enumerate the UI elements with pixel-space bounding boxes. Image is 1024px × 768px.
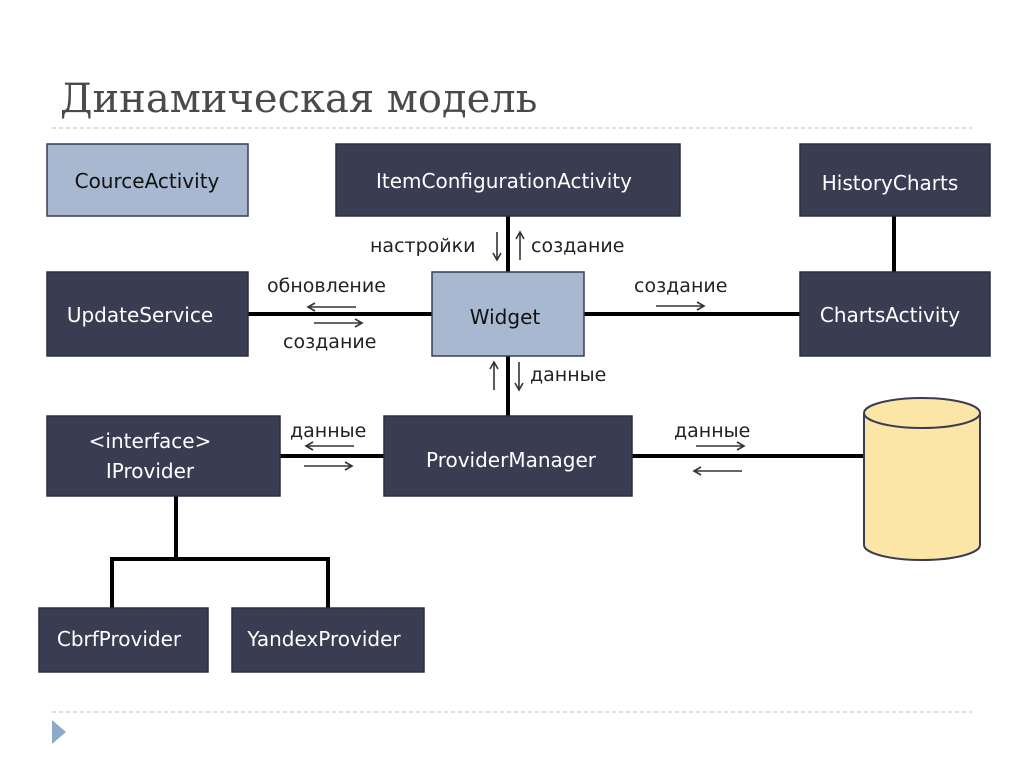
- iprovider-stereotype-label: <interface>: [89, 429, 212, 453]
- history-charts-box: HistoryCharts: [799, 143, 991, 217]
- item-configuration-activity-box: ItemConfigurationActivity: [335, 143, 681, 217]
- arrow-left-data-database-icon: [692, 466, 742, 476]
- arrow-right-charts-icon: [656, 301, 706, 311]
- label-create-itemconfig: создание: [531, 235, 624, 257]
- charts-activity-box: ChartsActivity: [799, 271, 991, 357]
- label-data-database: данные: [674, 420, 750, 442]
- database-cylinder-icon: [863, 397, 981, 561]
- iprovider-box: <interface> IProvider: [46, 415, 281, 497]
- cbrf-provider-label: CbrfProvider: [57, 627, 182, 651]
- arrow-right-data-iprovider-icon: [304, 461, 354, 471]
- arrow-right-create-icon: [314, 318, 364, 328]
- item-configuration-activity-label: ItemConfigurationActivity: [376, 169, 632, 193]
- yandex-provider-box: YandexProvider: [231, 607, 425, 673]
- label-update: обновление: [267, 275, 386, 297]
- play-triangle-icon[interactable]: [52, 720, 66, 744]
- arrow-up-data-widget-icon: [489, 360, 499, 390]
- update-service-label: UpdateService: [67, 303, 213, 327]
- arrow-down-settings-icon: [492, 232, 502, 262]
- history-charts-label: HistoryCharts: [822, 171, 959, 195]
- widget-box: Widget: [431, 271, 585, 357]
- cbrf-provider-box: CbrfProvider: [38, 607, 209, 673]
- arrow-left-data-iprovider-icon: [304, 441, 354, 451]
- arrow-right-data-database-icon: [696, 441, 746, 451]
- widget-label: Widget: [470, 305, 541, 329]
- update-service-box: UpdateService: [46, 271, 249, 357]
- label-data-widget: данные: [530, 364, 606, 386]
- label-data-iprovider: данные: [290, 420, 366, 442]
- label-create-charts: создание: [634, 275, 727, 297]
- iprovider-name-label: IProvider: [106, 459, 195, 483]
- arrow-up-create-icon: [515, 230, 525, 260]
- provider-manager-box: ProviderManager: [383, 415, 633, 497]
- label-settings: настройки: [370, 235, 475, 257]
- yandex-provider-label: YandexProvider: [246, 627, 401, 651]
- slide-title: Динамическая модель: [60, 76, 537, 122]
- charts-activity-label: ChartsActivity: [820, 303, 960, 327]
- provider-manager-label: ProviderManager: [426, 448, 597, 472]
- label-create-updateservice: создание: [283, 331, 376, 353]
- cource-activity-box: CourceActivity: [46, 143, 249, 217]
- arrow-down-data-widget-icon: [514, 362, 524, 392]
- arrow-left-update-icon: [306, 302, 356, 312]
- cource-activity-label: CourceActivity: [75, 169, 220, 193]
